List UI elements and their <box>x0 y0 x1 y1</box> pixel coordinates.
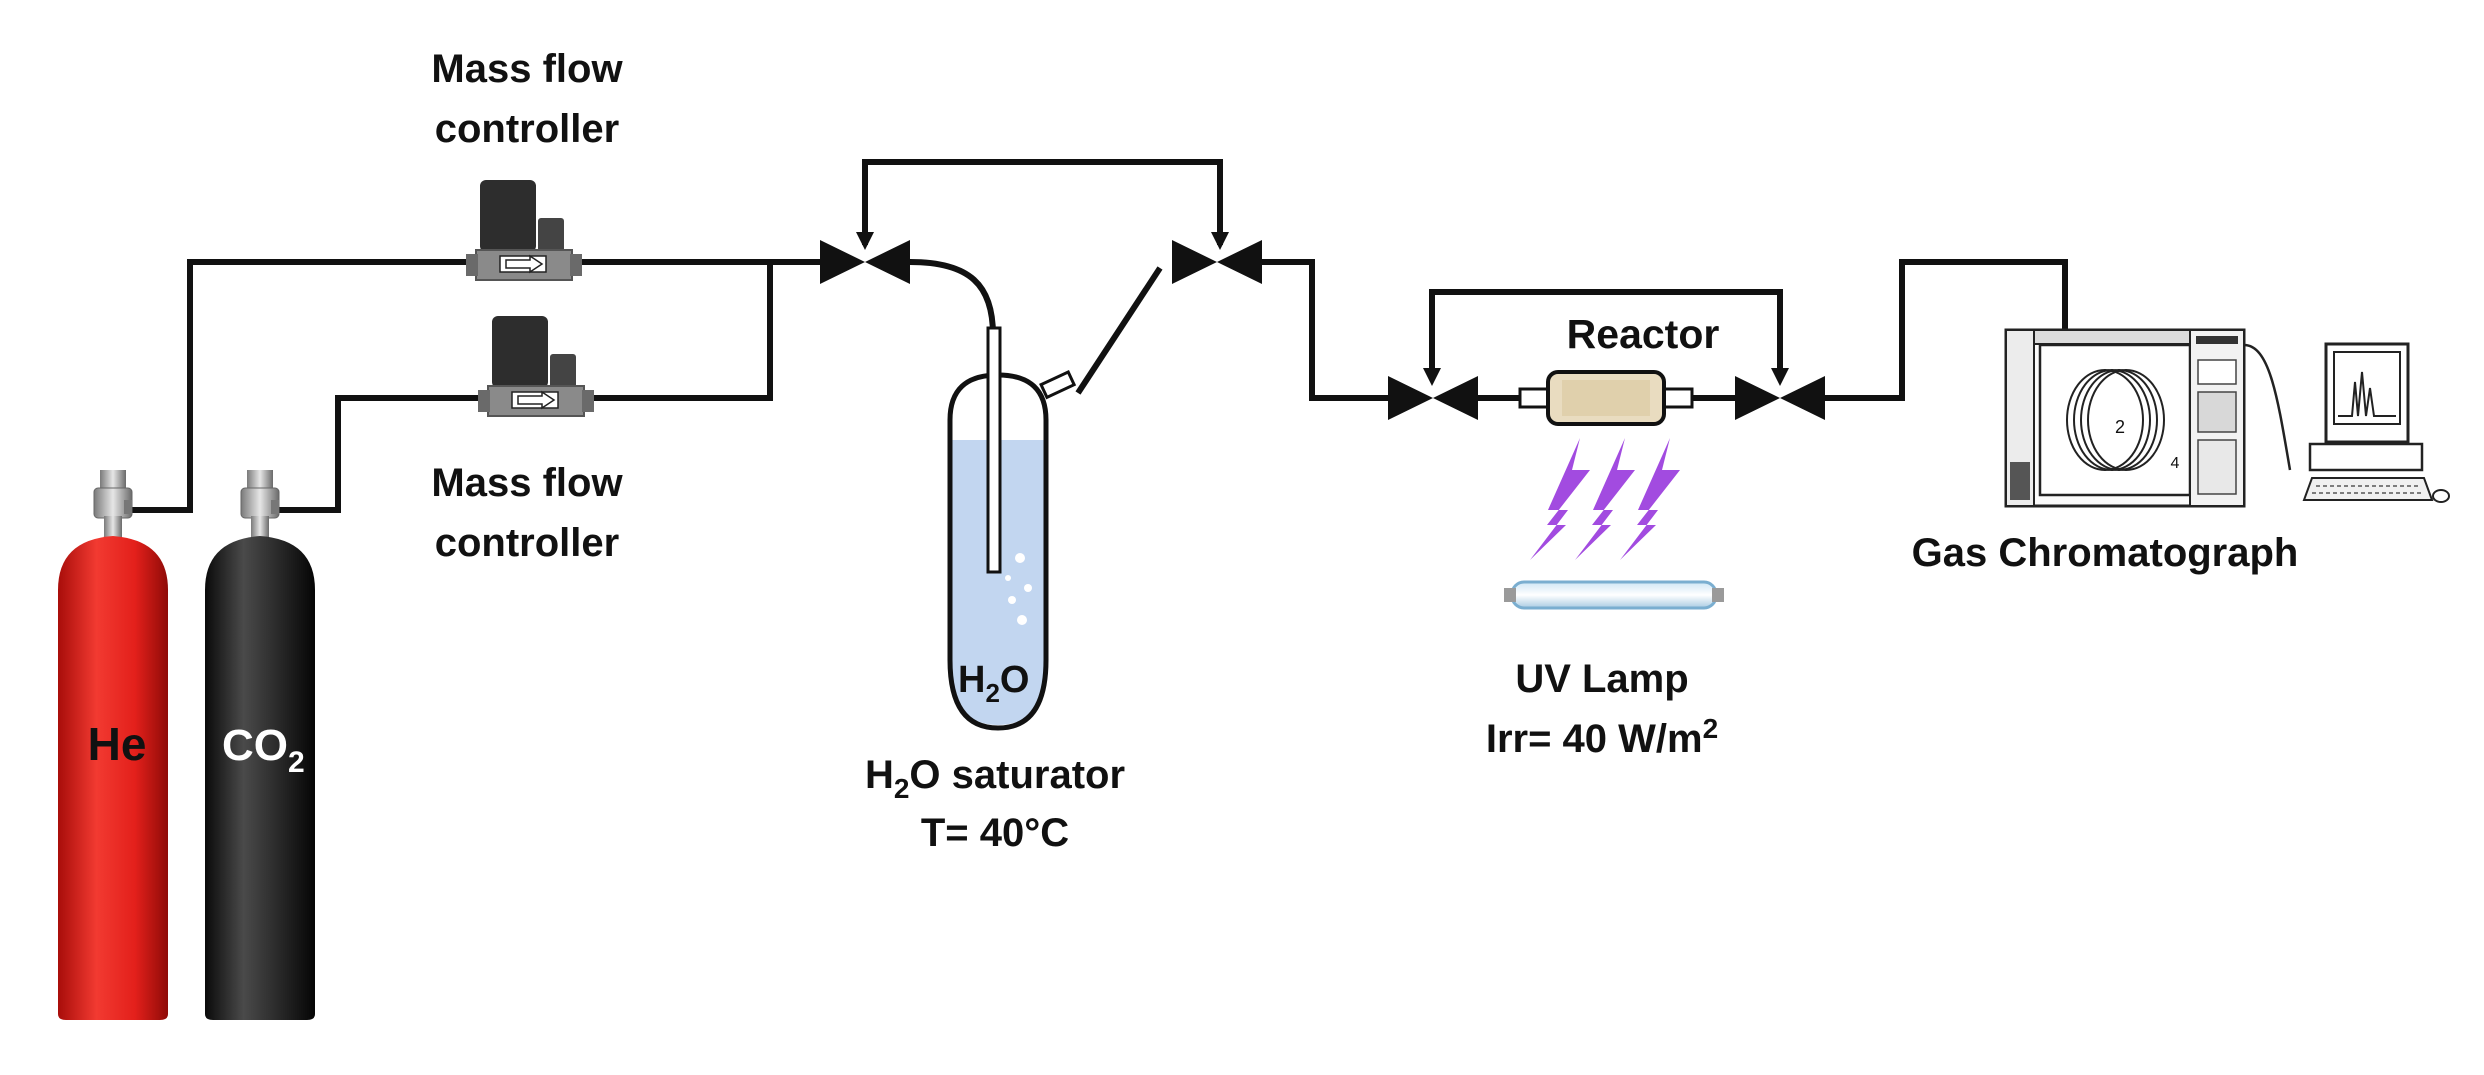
sat-label-sub: 2 <box>894 773 910 804</box>
co2-label-main: CO <box>222 721 288 770</box>
gc-computer <box>2302 342 2450 503</box>
h2o-saturator <box>947 326 1077 731</box>
saturator-liquid-label: H2O <box>958 659 1029 708</box>
irr-sup: 2 <box>1703 713 1719 744</box>
gc-coil-number-2: 2 <box>2115 417 2125 437</box>
sat-label-tail: O saturator <box>909 753 1125 797</box>
reactor-bypass-line <box>1429 289 1783 380</box>
uv-lamp <box>1504 580 1724 610</box>
saturator-bypass-line <box>862 159 1223 245</box>
irr-main: Irr= 40 W/m <box>1486 717 1703 761</box>
gas-chromatograph <box>2004 328 2292 508</box>
mfc-top-label-line1: Mass flow <box>431 47 623 91</box>
mass-flow-controller-bottom <box>478 316 594 417</box>
he-gas-line <box>128 259 470 513</box>
uv-irradiance-label: Irr= 40 W/m2 <box>1486 713 1718 761</box>
he-cylinder-label: He <box>88 718 147 770</box>
mfc-bottom-label-line2: controller <box>435 521 619 565</box>
reactor-feed-line <box>1258 259 1390 401</box>
mass-flow-controller-top <box>466 180 582 281</box>
he-cylinder <box>58 470 168 1020</box>
uv-radiation-bolts <box>1530 438 1680 560</box>
co2-cylinder <box>205 470 315 1020</box>
gc-feed-line <box>1825 259 2068 401</box>
uv-lamp-label: UV Lamp <box>1515 657 1688 701</box>
three-way-valve-1 <box>820 232 910 284</box>
bottom-mfc-outlet-line <box>585 262 773 401</box>
saturator-label: H2O saturator <box>865 753 1125 804</box>
saturator-inlet-line <box>909 259 996 336</box>
reactor-label: Reactor <box>1567 311 1720 357</box>
co2-gas-line <box>275 395 485 513</box>
three-way-valve-2 <box>1172 232 1262 284</box>
co2-cylinder-label: CO2 <box>222 721 305 779</box>
liquid-h: H <box>958 659 985 701</box>
co2-label-subscript: 2 <box>288 746 305 779</box>
three-way-valve-3 <box>1388 368 1478 420</box>
liquid-o: O <box>1000 659 1030 701</box>
mfc-top-label-line2: controller <box>435 107 619 151</box>
liquid-sub: 2 <box>985 678 999 708</box>
three-way-valve-4 <box>1735 368 1825 420</box>
saturator-temperature: T= 40°C <box>921 811 1069 855</box>
piping <box>128 159 2068 513</box>
gas-chromatograph-label: Gas Chromatograph <box>1912 531 2299 575</box>
saturator-outlet-line <box>1075 266 1163 395</box>
sat-label-h: H <box>865 753 894 797</box>
mfc-bottom-label-line1: Mass flow <box>431 461 623 505</box>
gc-coil-number-4: 4 <box>2171 455 2180 472</box>
reactor <box>1518 370 1694 426</box>
